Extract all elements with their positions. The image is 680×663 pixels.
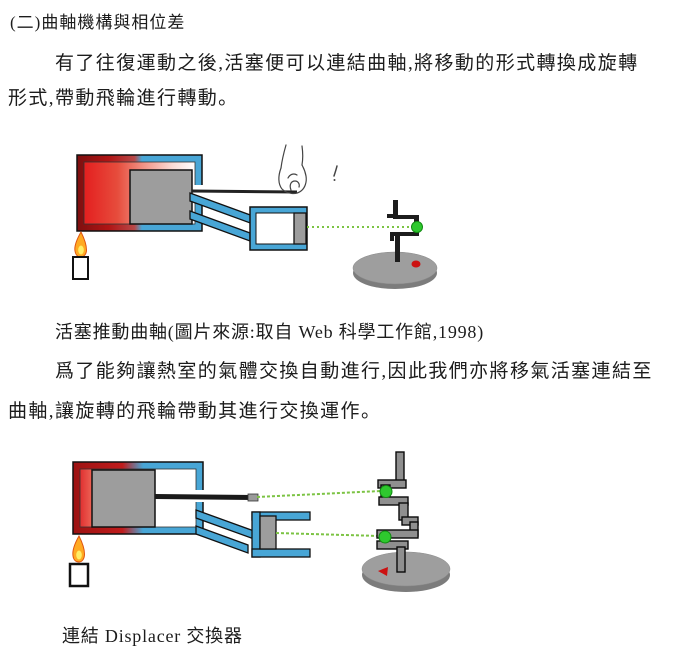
flame-core xyxy=(78,245,84,255)
stray-mark xyxy=(333,165,338,181)
power-piston xyxy=(293,212,307,245)
figure2-caption: 連結 Displacer 交換器 xyxy=(62,626,243,646)
displacer-piston xyxy=(91,469,156,528)
paragraph2-line1: 爲了能夠讓熱室的氣體交換自動進行,因此我們亦將移氣活塞連結至 xyxy=(55,361,653,382)
paragraph1-line2: 形式,帶動飛輪進行轉動。 xyxy=(8,88,239,109)
paragraph1-line1: 有了往復運動之後,活塞便可以連結曲軸,將移動的形式轉換成旋轉 xyxy=(55,53,639,74)
rod-end-cap xyxy=(247,493,259,502)
upper-crank-pin-joint xyxy=(379,485,393,498)
flywheel-marker-dot xyxy=(411,260,421,268)
crank-pin-joint xyxy=(411,221,423,233)
burner xyxy=(68,562,90,588)
displacer-link-line xyxy=(256,490,382,498)
flywheel-marker-arrow xyxy=(378,567,388,576)
piston-link-line xyxy=(275,532,381,537)
crankshaft-two-throw xyxy=(376,451,419,573)
displacer-rod xyxy=(154,494,254,500)
displacer-rod xyxy=(191,189,298,194)
power-cylinder-frame xyxy=(251,511,311,558)
figure1-caption: 活塞推動曲軸(圖片來源:取自 Web 科學工作館,1998) xyxy=(55,322,485,342)
power-piston xyxy=(259,515,277,550)
flywheel xyxy=(361,551,451,587)
paragraph2-line2: 曲軸,讓旋轉的飛輪帶動其進行交換運作。 xyxy=(8,401,382,422)
lower-crank-pin-joint xyxy=(378,530,392,544)
displacer-piston xyxy=(129,169,193,225)
figure1-piston-crankshaft xyxy=(72,144,438,289)
figure2-displacer-crankshaft xyxy=(68,451,451,592)
section-heading: (二)曲軸機構與相位差 xyxy=(10,13,186,32)
hand-sketch xyxy=(278,144,307,195)
burner xyxy=(72,256,89,280)
flame-core xyxy=(76,550,82,560)
tube-wall-lower xyxy=(195,525,249,554)
